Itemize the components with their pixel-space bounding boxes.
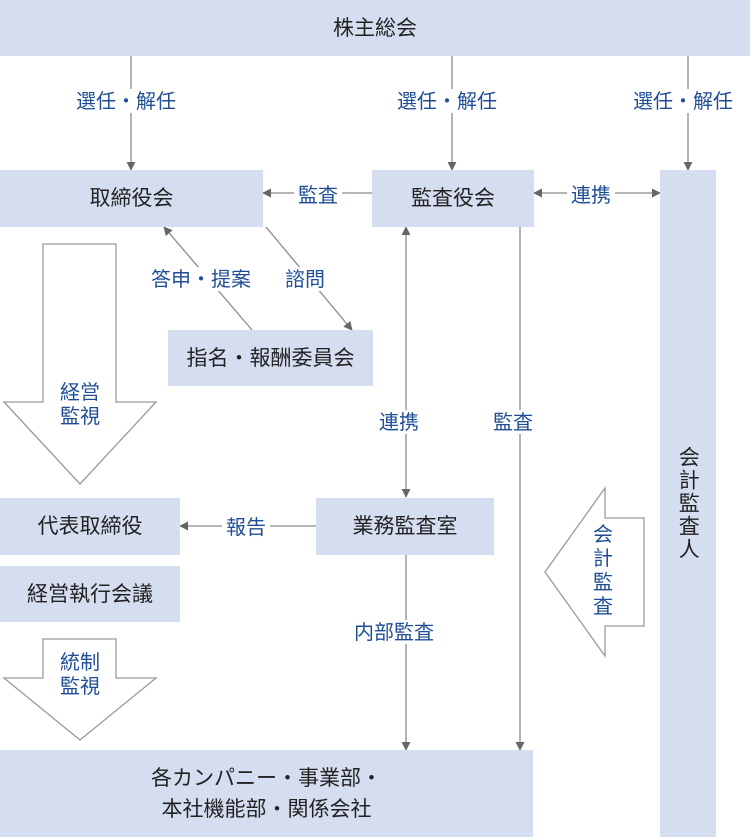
shareholders-meeting-label: 株主総会 <box>333 15 417 40</box>
nomination-committee-box: 指名・報酬委員会 <box>168 330 373 386</box>
audit-board-box: 監査役会 <box>372 170 534 227</box>
management-supervision-label: 経営監視 <box>60 380 100 428</box>
accounting-audit-arrow <box>544 485 645 659</box>
executive-meeting-label: 経営執行会議 <box>27 581 153 606</box>
elect-dismiss-label-auditor: 選任・解任 <box>629 89 737 113</box>
integrated-supervision-arrow <box>2 638 158 741</box>
executive-meeting-box: 経営執行会議 <box>0 566 180 622</box>
management-supervision-text: 経営監視 <box>60 380 100 428</box>
representative-director-label: 代表取締役 <box>37 514 143 539</box>
accounting-audit-text: 会計監査 <box>592 522 618 618</box>
audit-board-label: 監査役会 <box>411 186 495 211</box>
nomination-committee-label: 指名・報酬委員会 <box>186 345 355 370</box>
cooperation-label-internal-audit: 連携 <box>375 410 423 434</box>
accounting-auditor-label: 会計監査人 <box>676 446 701 561</box>
internal-audit-office-label: 業務監査室 <box>352 514 458 539</box>
report-proposal-label: 答申・提案 <box>147 267 255 291</box>
audit-label-board: 監査 <box>294 183 342 207</box>
internal-audit-office-box: 業務監査室 <box>316 498 494 555</box>
companies-label-line1: 各カンパニー・事業部・ <box>151 766 382 791</box>
board-of-directors-box: 取締役会 <box>0 170 263 227</box>
shareholders-meeting-box: 株主総会 <box>0 0 750 56</box>
internal-audit-label: 内部監査 <box>350 620 438 644</box>
elect-dismiss-label-audit-board: 選任・解任 <box>393 89 501 113</box>
integrated-supervision-label: 統制監視 <box>60 650 100 698</box>
board-of-directors-label: 取締役会 <box>89 186 174 211</box>
companies-label-line2: 本社機能部・関係会社 <box>161 796 372 821</box>
elect-dismiss-label-board: 選任・解任 <box>72 89 180 113</box>
report-label: 報告 <box>222 515 270 539</box>
inquiry-label: 諮問 <box>281 267 329 291</box>
audit-label-companies: 監査 <box>489 410 537 434</box>
accounting-auditor-box: 会計監査人 <box>660 170 716 837</box>
representative-director-box: 代表取締役 <box>0 498 180 555</box>
companies-box: 各カンパニー・事業部・ 本社機能部・関係会社 <box>0 750 533 837</box>
accounting-audit-label: 会計監査 <box>593 522 613 618</box>
integrated-supervision-text: 統制監視 <box>60 650 100 698</box>
management-supervision-arrow <box>2 243 158 485</box>
cooperation-label-auditor: 連携 <box>567 183 615 207</box>
